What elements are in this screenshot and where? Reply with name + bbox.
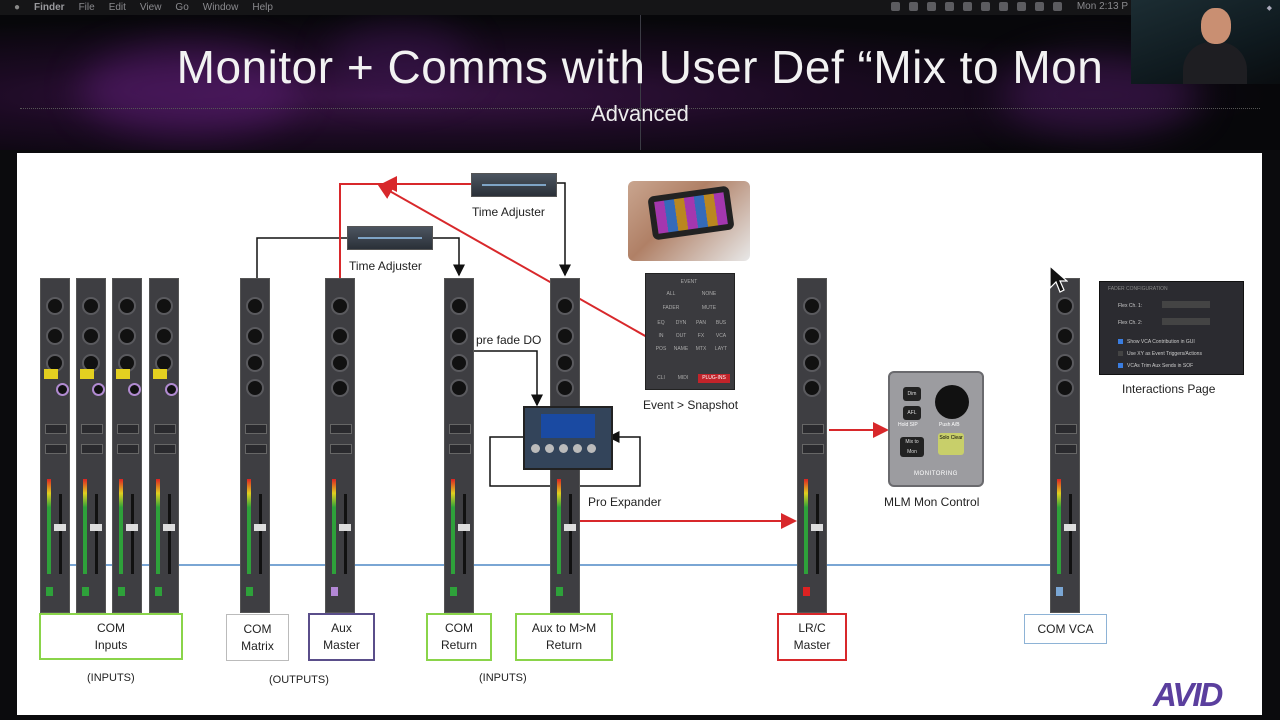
- status-icon[interactable]: [980, 2, 990, 11]
- checkbox-icon: [1118, 339, 1123, 345]
- channel-strip[interactable]: [149, 278, 179, 613]
- channel-strip[interactable]: [40, 278, 70, 613]
- status-icon[interactable]: [944, 2, 954, 11]
- interactions-panel: FADER CONFIGURATION Flex Ch. 1: Flex Ch.…: [1099, 281, 1244, 375]
- wifi-icon[interactable]: [1034, 2, 1044, 11]
- slide-title: Monitor + Comms with User Def “Mix to Mo…: [176, 41, 1104, 93]
- com-return-box: COM Return: [426, 613, 492, 661]
- glow: [80, 45, 300, 135]
- menu-window[interactable]: Window: [202, 2, 239, 13]
- channel-strip[interactable]: [76, 278, 106, 613]
- glow: [330, 25, 470, 95]
- channel-strip[interactable]: [1050, 278, 1080, 613]
- menu-bar: ● Finder File Edit View Go Window Help M…: [0, 0, 1280, 15]
- webcam-logo-icon: ◆: [1266, 5, 1272, 12]
- webcam-overlay: ◆: [1131, 0, 1280, 84]
- status-icon[interactable]: [890, 2, 900, 11]
- inputs-note: (INPUTS): [87, 672, 135, 684]
- flex-ch1-select: [1162, 301, 1210, 308]
- inputs-note: (INPUTS): [479, 672, 527, 684]
- time-adjuster-plugin: [471, 173, 557, 197]
- com-vca-box: COM VCA: [1024, 614, 1107, 644]
- presenter-body: [1183, 42, 1247, 84]
- menu-help[interactable]: Help: [252, 2, 273, 13]
- slide-header: Monitor + Comms with User Def “Mix to Mo…: [0, 15, 1280, 150]
- tablet-photo: [628, 181, 750, 261]
- channel-strip[interactable]: [797, 278, 827, 613]
- event-panel: EVENT ALL NONE FADER MUTE EQ DYN PAN BUS…: [645, 273, 735, 390]
- interactions-page-label: Interactions Page: [1122, 382, 1216, 396]
- menu-go[interactable]: Go: [175, 2, 189, 13]
- pro-expander-plugin: [523, 406, 613, 470]
- checkbox-icon: [1118, 351, 1123, 357]
- avid-logo: AVID: [1153, 676, 1223, 713]
- time-adjuster-label: Time Adjuster: [472, 205, 545, 219]
- mouse-cursor-icon: [1049, 264, 1068, 293]
- outputs-note: (OUTPUTS): [269, 674, 329, 686]
- menu-finder[interactable]: Finder: [34, 2, 65, 13]
- com-matrix-box: COM Matrix: [226, 614, 289, 661]
- pro-expander-label: Pro Expander: [588, 495, 662, 509]
- status-icon[interactable]: [926, 2, 936, 11]
- channel-strip[interactable]: [112, 278, 142, 613]
- slide-subtitle: Advanced: [591, 101, 689, 126]
- event-snapshot-label: Event > Snapshot: [643, 398, 739, 412]
- aux-master-box: Aux Master: [308, 613, 375, 661]
- channel-strip[interactable]: [325, 278, 355, 613]
- menu-view[interactable]: View: [139, 2, 162, 13]
- time-adjuster-plugin: [347, 226, 433, 250]
- aux-to-mm-return-box: Aux to M>M Return: [515, 613, 613, 661]
- mlm-mon-control-panel: Dim AFL Hold SIP Push A/B Mix to Mon Sol…: [888, 371, 984, 487]
- header-center-line: [640, 15, 641, 150]
- status-icon[interactable]: [908, 2, 918, 11]
- mlm-knob: [935, 385, 969, 419]
- lrc-master-box: LR/C Master: [777, 613, 847, 661]
- channel-strip[interactable]: [240, 278, 270, 613]
- mlm-mon-control-label: MLM Mon Control: [884, 495, 980, 509]
- com-inputs-box: COM Inputs: [39, 613, 183, 660]
- menu-file[interactable]: File: [78, 2, 95, 13]
- status-area: Mon 2:13 P: [890, 1, 1128, 12]
- bluetooth-icon[interactable]: [998, 2, 1008, 11]
- presenter-head: [1201, 8, 1231, 44]
- apple-icon[interactable]: ●: [14, 1, 21, 13]
- diagram-canvas: Time Adjuster Time Adjuster pre fade DO …: [17, 153, 1262, 715]
- channel-strip[interactable]: [444, 278, 474, 613]
- status-icon[interactable]: [962, 2, 972, 11]
- battery-icon[interactable]: [1052, 2, 1062, 11]
- volume-icon[interactable]: [1016, 2, 1026, 11]
- checkbox-icon: [1118, 363, 1123, 369]
- pre-fade-label: pre fade DO: [476, 333, 542, 347]
- flex-ch2-select: [1162, 318, 1210, 325]
- menu-clock[interactable]: Mon 2:13 P: [1076, 1, 1128, 12]
- time-adjuster-label: Time Adjuster: [349, 259, 422, 273]
- menu-edit[interactable]: Edit: [108, 2, 126, 13]
